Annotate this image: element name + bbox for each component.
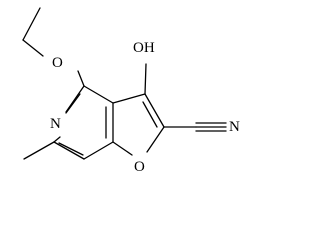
bond-n5-c6 (53, 136, 61, 143)
furan-oxygen-label: O (134, 159, 145, 175)
ring-nitrogen-label: N (50, 116, 61, 132)
bond-c4-n5 (65, 85, 85, 113)
nitrile-nitrogen-label: N (229, 119, 240, 135)
hydroxyl-label: OH (133, 40, 155, 56)
bond-c3-c2 (144, 93, 165, 128)
bond-ethyl-carbon-oxygen (22, 39, 44, 57)
bond-c3-hydroxyl (144, 63, 147, 95)
bond-c3-c2-inner (142, 101, 158, 128)
bond-c6-c7-inner (58, 142, 84, 156)
bond-c2-o1 (146, 126, 165, 153)
bond-o1-c7a (112, 141, 133, 156)
bond-c3a-c3 (112, 93, 146, 104)
ethoxy-oxygen-label: O (52, 55, 63, 71)
bond-c4-n5-inner (65, 93, 81, 114)
structure-diagram: O OH N O N (22, 7, 240, 175)
bond-c6-c7 (53, 141, 85, 160)
bond-c4-c3a (83, 85, 114, 104)
bond-ethoxy-oxygen-ring (77, 70, 85, 87)
bond-c6-methyl (23, 141, 55, 160)
bond-c7-c7a (83, 141, 114, 160)
bond-methyl-ethyl (22, 7, 41, 41)
